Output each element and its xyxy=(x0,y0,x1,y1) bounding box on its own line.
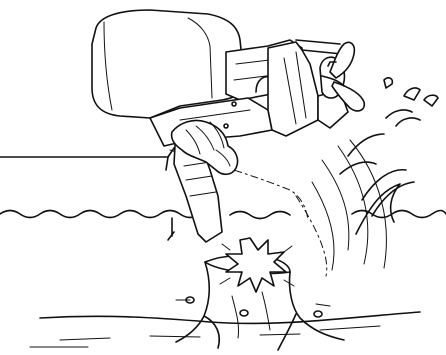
lakebed-icon xyxy=(30,312,420,347)
water-surface-icon xyxy=(0,211,446,219)
boat-transom-icon xyxy=(0,148,174,170)
impact-burst-icon xyxy=(220,238,294,292)
outboard-motor-icon xyxy=(92,10,348,146)
